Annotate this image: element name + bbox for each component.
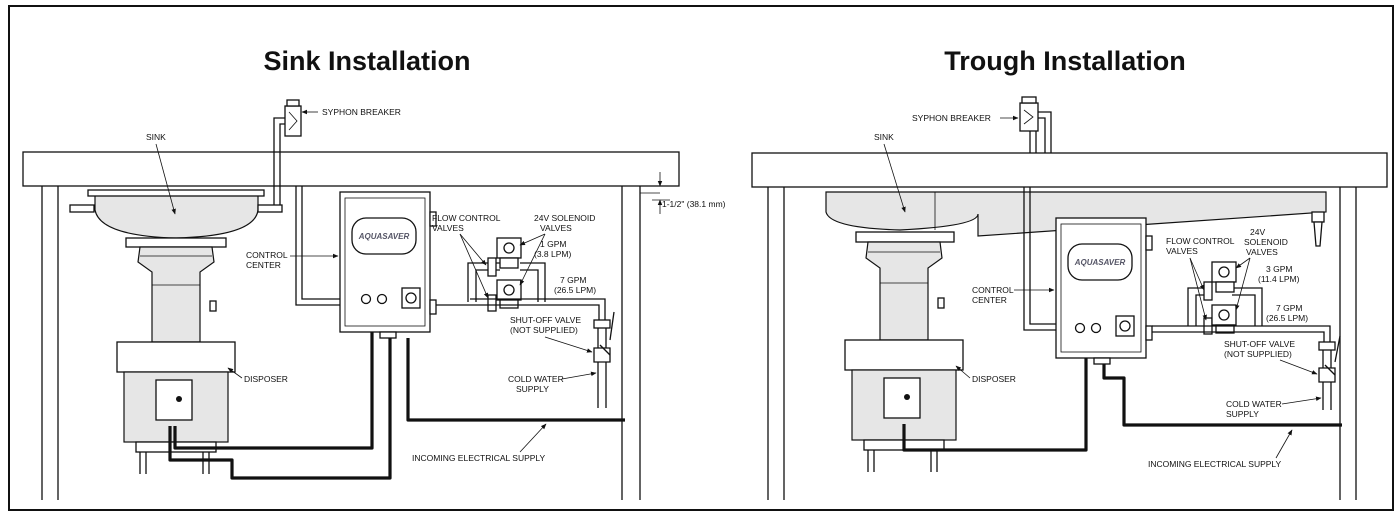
trough-label-solenoid-1: 24V xyxy=(1250,227,1265,237)
trough-label-gpm-high-1: 7 GPM xyxy=(1276,303,1302,313)
sink-counter xyxy=(22,151,680,187)
sink-label-solenoid-2: VALVES xyxy=(540,223,572,233)
sink-label-gpm-high-1: 7 GPM xyxy=(560,275,586,285)
trough-logo-text: AQUASAVER xyxy=(1074,258,1126,267)
trough-syphon-breaker xyxy=(1019,96,1052,153)
trough-label-shutoff-1: SHUT-OFF VALVE xyxy=(1224,339,1295,349)
sink-bowl xyxy=(94,191,259,239)
sink-label-shutoff-2: (NOT SUPPLIED) xyxy=(510,325,578,335)
trough-installation-panel: Trough Installation xyxy=(751,46,1388,500)
trough-label-shutoff-2: (NOT SUPPLIED) xyxy=(1224,349,1292,359)
sink-valve-assembly xyxy=(467,237,615,408)
sink-label-control-center-1: CONTROL xyxy=(246,250,288,260)
trough-label-gpm-low-1: 3 GPM xyxy=(1266,264,1292,274)
trough-label-sink: SINK xyxy=(874,132,894,142)
sink-label-electrical: INCOMING ELECTRICAL SUPPLY xyxy=(412,453,546,463)
sink-disposer-cable-2 xyxy=(173,332,374,450)
sink-installation-panel: Sink Installation xyxy=(22,46,726,500)
sink-label-flow-control-2: VALVES xyxy=(432,223,464,233)
sink-label-disposer: DISPOSER xyxy=(244,374,288,384)
trough-label-cold-water-1: COLD WATER xyxy=(1226,399,1282,409)
trough-disposer-cable xyxy=(902,358,1088,452)
sink-label-cold-water-1: COLD WATER xyxy=(508,374,564,384)
sink-syphon-breaker xyxy=(273,99,302,205)
sink-disposer-cable xyxy=(168,338,392,480)
trough-label-gpm-low-2: (11.4 LPM) xyxy=(1258,274,1300,284)
sink-label-dimension: 1-1/2" (38.1 mm) xyxy=(662,199,726,209)
trough-label-syphon-breaker: SYPHON BREAKER xyxy=(912,113,991,123)
sink-label-control-center-2: CENTER xyxy=(246,260,281,270)
sink-logo-text: AQUASAVER xyxy=(358,232,410,241)
sink-label-gpm-low-2: (3.8 LPM) xyxy=(534,249,571,259)
trough-label-cold-water-2: SUPPLY xyxy=(1226,409,1259,419)
trough-label-electrical: INCOMING ELECTRICAL SUPPLY xyxy=(1148,459,1282,469)
trough-label-disposer: DISPOSER xyxy=(972,374,1016,384)
trough-incoming-cable xyxy=(1102,364,1342,427)
trough-label-gpm-high-2: (26.5 LPM) xyxy=(1266,313,1308,323)
trough-installation-title: Trough Installation xyxy=(944,46,1186,76)
trough-label-solenoid-2: SOLENOID xyxy=(1244,237,1288,247)
trough-label-flow-control-1: FLOW CONTROL xyxy=(1166,236,1235,246)
diagram-frame xyxy=(8,5,1394,511)
trough-label-solenoid-3: VALVES xyxy=(1246,247,1278,257)
trough-label-control-center-2: CENTER xyxy=(972,295,1007,305)
trough-basin xyxy=(825,191,1327,237)
sink-label-shutoff-1: SHUT-OFF VALVE xyxy=(510,315,581,325)
sink-label-solenoid-1: 24V SOLENOID xyxy=(534,213,595,223)
sink-label-cold-water-2: SUPPLY xyxy=(516,384,549,394)
sink-incoming-cable xyxy=(406,338,625,422)
trough-valve-assembly xyxy=(1152,261,1341,410)
sink-label-gpm-high-2: (26.5 LPM) xyxy=(554,285,596,295)
sink-label-syphon-breaker: SYPHON BREAKER xyxy=(322,107,401,117)
trough-counter xyxy=(751,152,1388,188)
sink-label-sink: SINK xyxy=(146,132,166,142)
sink-label-flow-control-1: FLOW CONTROL xyxy=(432,213,501,223)
sink-installation-title: Sink Installation xyxy=(263,46,470,76)
sink-label-gpm-low-1: 1 GPM xyxy=(540,239,566,249)
sink-control-center: AQUASAVER xyxy=(339,191,437,339)
trough-control-center: AQUASAVER xyxy=(1055,217,1153,365)
trough-label-control-center-1: CONTROL xyxy=(972,285,1014,295)
trough-label-flow-control-2: VALVES xyxy=(1166,246,1198,256)
